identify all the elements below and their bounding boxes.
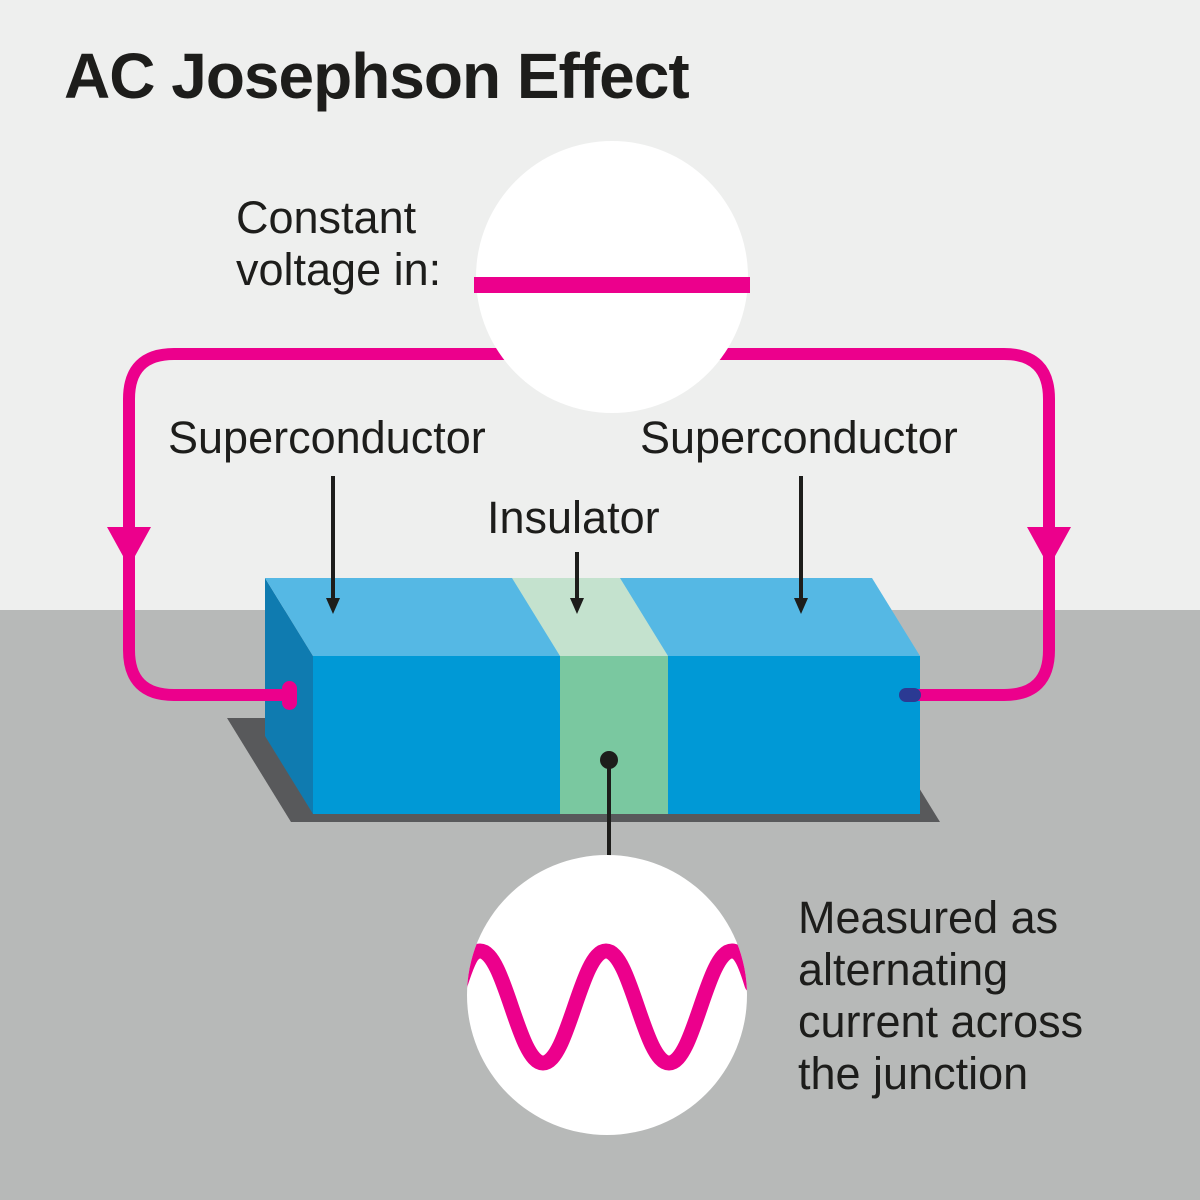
current-arrow-right-icon	[1027, 527, 1071, 567]
measured-ac-label: Measured as alternating current across t…	[798, 892, 1084, 1099]
insulator-top-strip	[512, 578, 668, 656]
dc-voltage-symbol-icon	[474, 277, 750, 293]
insulator-pointer-arrow-icon	[570, 598, 584, 614]
current-arrow-left-icon	[107, 527, 151, 567]
constant-voltage-label: Constant voltage in:	[236, 192, 442, 295]
page-title: AC Josephson Effect	[64, 40, 690, 112]
ac-output-indicator	[467, 855, 747, 1135]
left-wire-terminal	[282, 681, 297, 710]
junction-box	[265, 578, 920, 814]
ac-sine-wave-icon	[467, 943, 747, 1071]
dc-voltage-source	[474, 141, 750, 413]
insulator-label: Insulator	[487, 492, 660, 543]
superconductor-left-label: Superconductor	[168, 412, 486, 463]
superconductor-right-label: Superconductor	[640, 412, 958, 463]
label-pointers	[326, 476, 808, 870]
insulator-front-strip	[560, 656, 668, 814]
superconductor-left-pointer-arrow-icon	[326, 598, 340, 614]
superconductor-right-pointer-arrow-icon	[794, 598, 808, 614]
right-wire-terminal	[899, 688, 921, 702]
